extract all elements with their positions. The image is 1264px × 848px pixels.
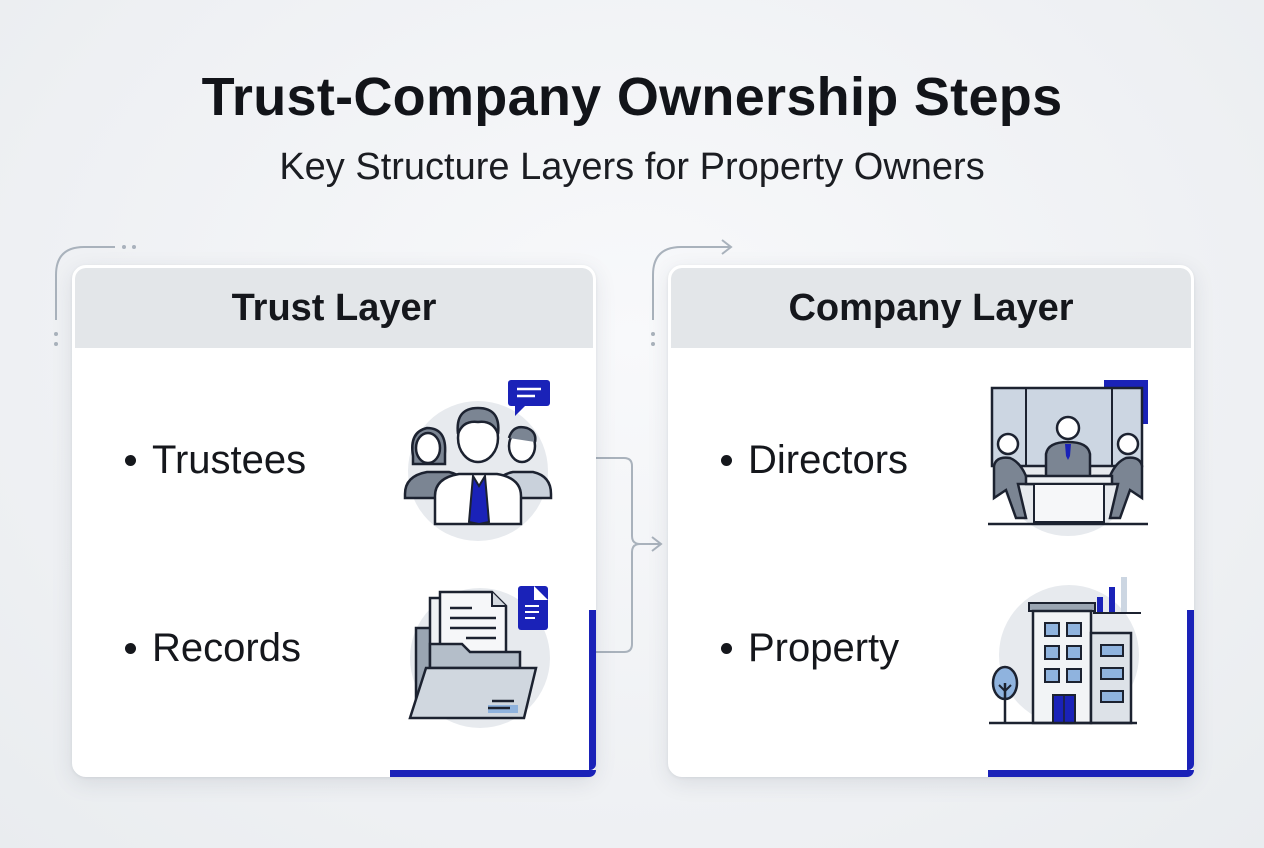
list-item-directors: Directors xyxy=(721,438,908,483)
bullet-icon xyxy=(721,455,732,466)
company-layer-card: Company Layer Directors Property xyxy=(668,265,1194,777)
trust-layer-card: Trust Layer Trustees Records xyxy=(72,265,596,777)
people-group-icon xyxy=(403,380,553,541)
folder-documents-icon xyxy=(408,586,550,728)
list-item-records: Records xyxy=(125,626,301,671)
list-item-trustees: Trustees xyxy=(125,438,306,483)
office-building-icon xyxy=(989,577,1141,725)
company-card-accent-bottom xyxy=(988,770,1194,777)
trust-layer-header: Trust Layer xyxy=(75,268,593,348)
bullet-icon xyxy=(125,643,136,654)
page-subtitle: Key Structure Layers for Property Owners xyxy=(279,146,985,188)
page-title: Trust-Company Ownership Steps xyxy=(201,67,1063,127)
bullet-icon xyxy=(721,643,732,654)
company-card-accent-right xyxy=(1187,610,1194,770)
boardroom-meeting-icon xyxy=(988,380,1148,536)
list-item-property: Property xyxy=(721,626,899,671)
bullet-icon xyxy=(125,455,136,466)
company-layer-header: Company Layer xyxy=(671,268,1191,348)
trust-card-accent-bottom xyxy=(390,770,596,777)
trust-card-accent-right xyxy=(589,610,596,770)
